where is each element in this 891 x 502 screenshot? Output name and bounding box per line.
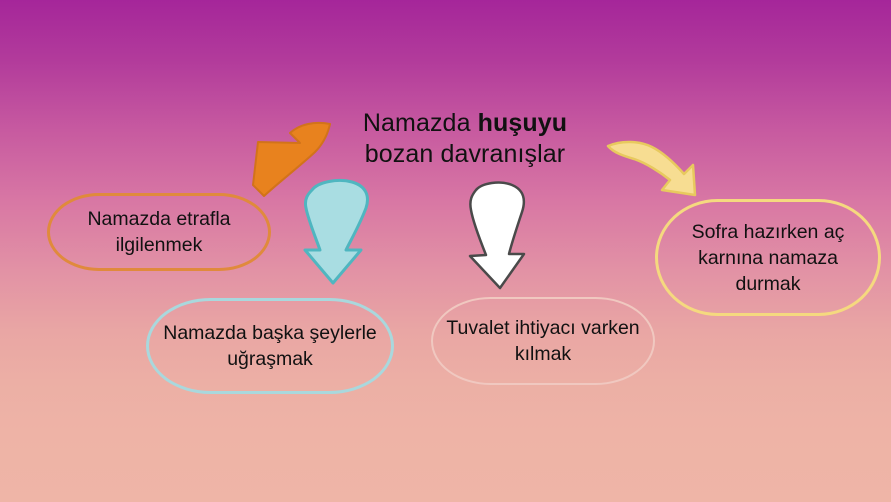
title-line1-bold: huşuyu bbox=[477, 109, 568, 137]
arrow-left bbox=[252, 121, 331, 197]
arrow-mid-left bbox=[303, 178, 369, 285]
node-namazda-etrafla-ilgilenmek: Namazda etrafla ilgilenmek bbox=[47, 193, 271, 271]
title-line1-prefix: Namazda bbox=[362, 109, 478, 137]
node-label: Tuvalet ihtiyacı varken kılmak bbox=[446, 317, 640, 365]
node-namazda-baska-seylerle-ugrasmak: Namazda başka şeylerle uğraşmak bbox=[146, 298, 394, 394]
node-label: Sofra hazırken aç karnına namaza durmak bbox=[691, 220, 845, 295]
node-label: Namazda etrafla ilgilenmek bbox=[87, 208, 231, 256]
title-line2: bozan davranışlar bbox=[364, 140, 566, 168]
node-sofra-hazirken-ac-karnina-namaza-durmak: Sofra hazırken aç karnına namaza durmak bbox=[655, 199, 881, 316]
page-title: Namazda huşuyu bozan davranışlar bbox=[330, 108, 600, 170]
arrow-mid-right bbox=[468, 181, 526, 290]
node-tuvalet-ihtiyaci-varken-kilmak: Tuvalet ihtiyacı varken kılmak bbox=[431, 297, 655, 385]
arrow-right bbox=[606, 140, 697, 197]
node-label: Namazda başka şeylerle uğraşmak bbox=[163, 322, 377, 370]
